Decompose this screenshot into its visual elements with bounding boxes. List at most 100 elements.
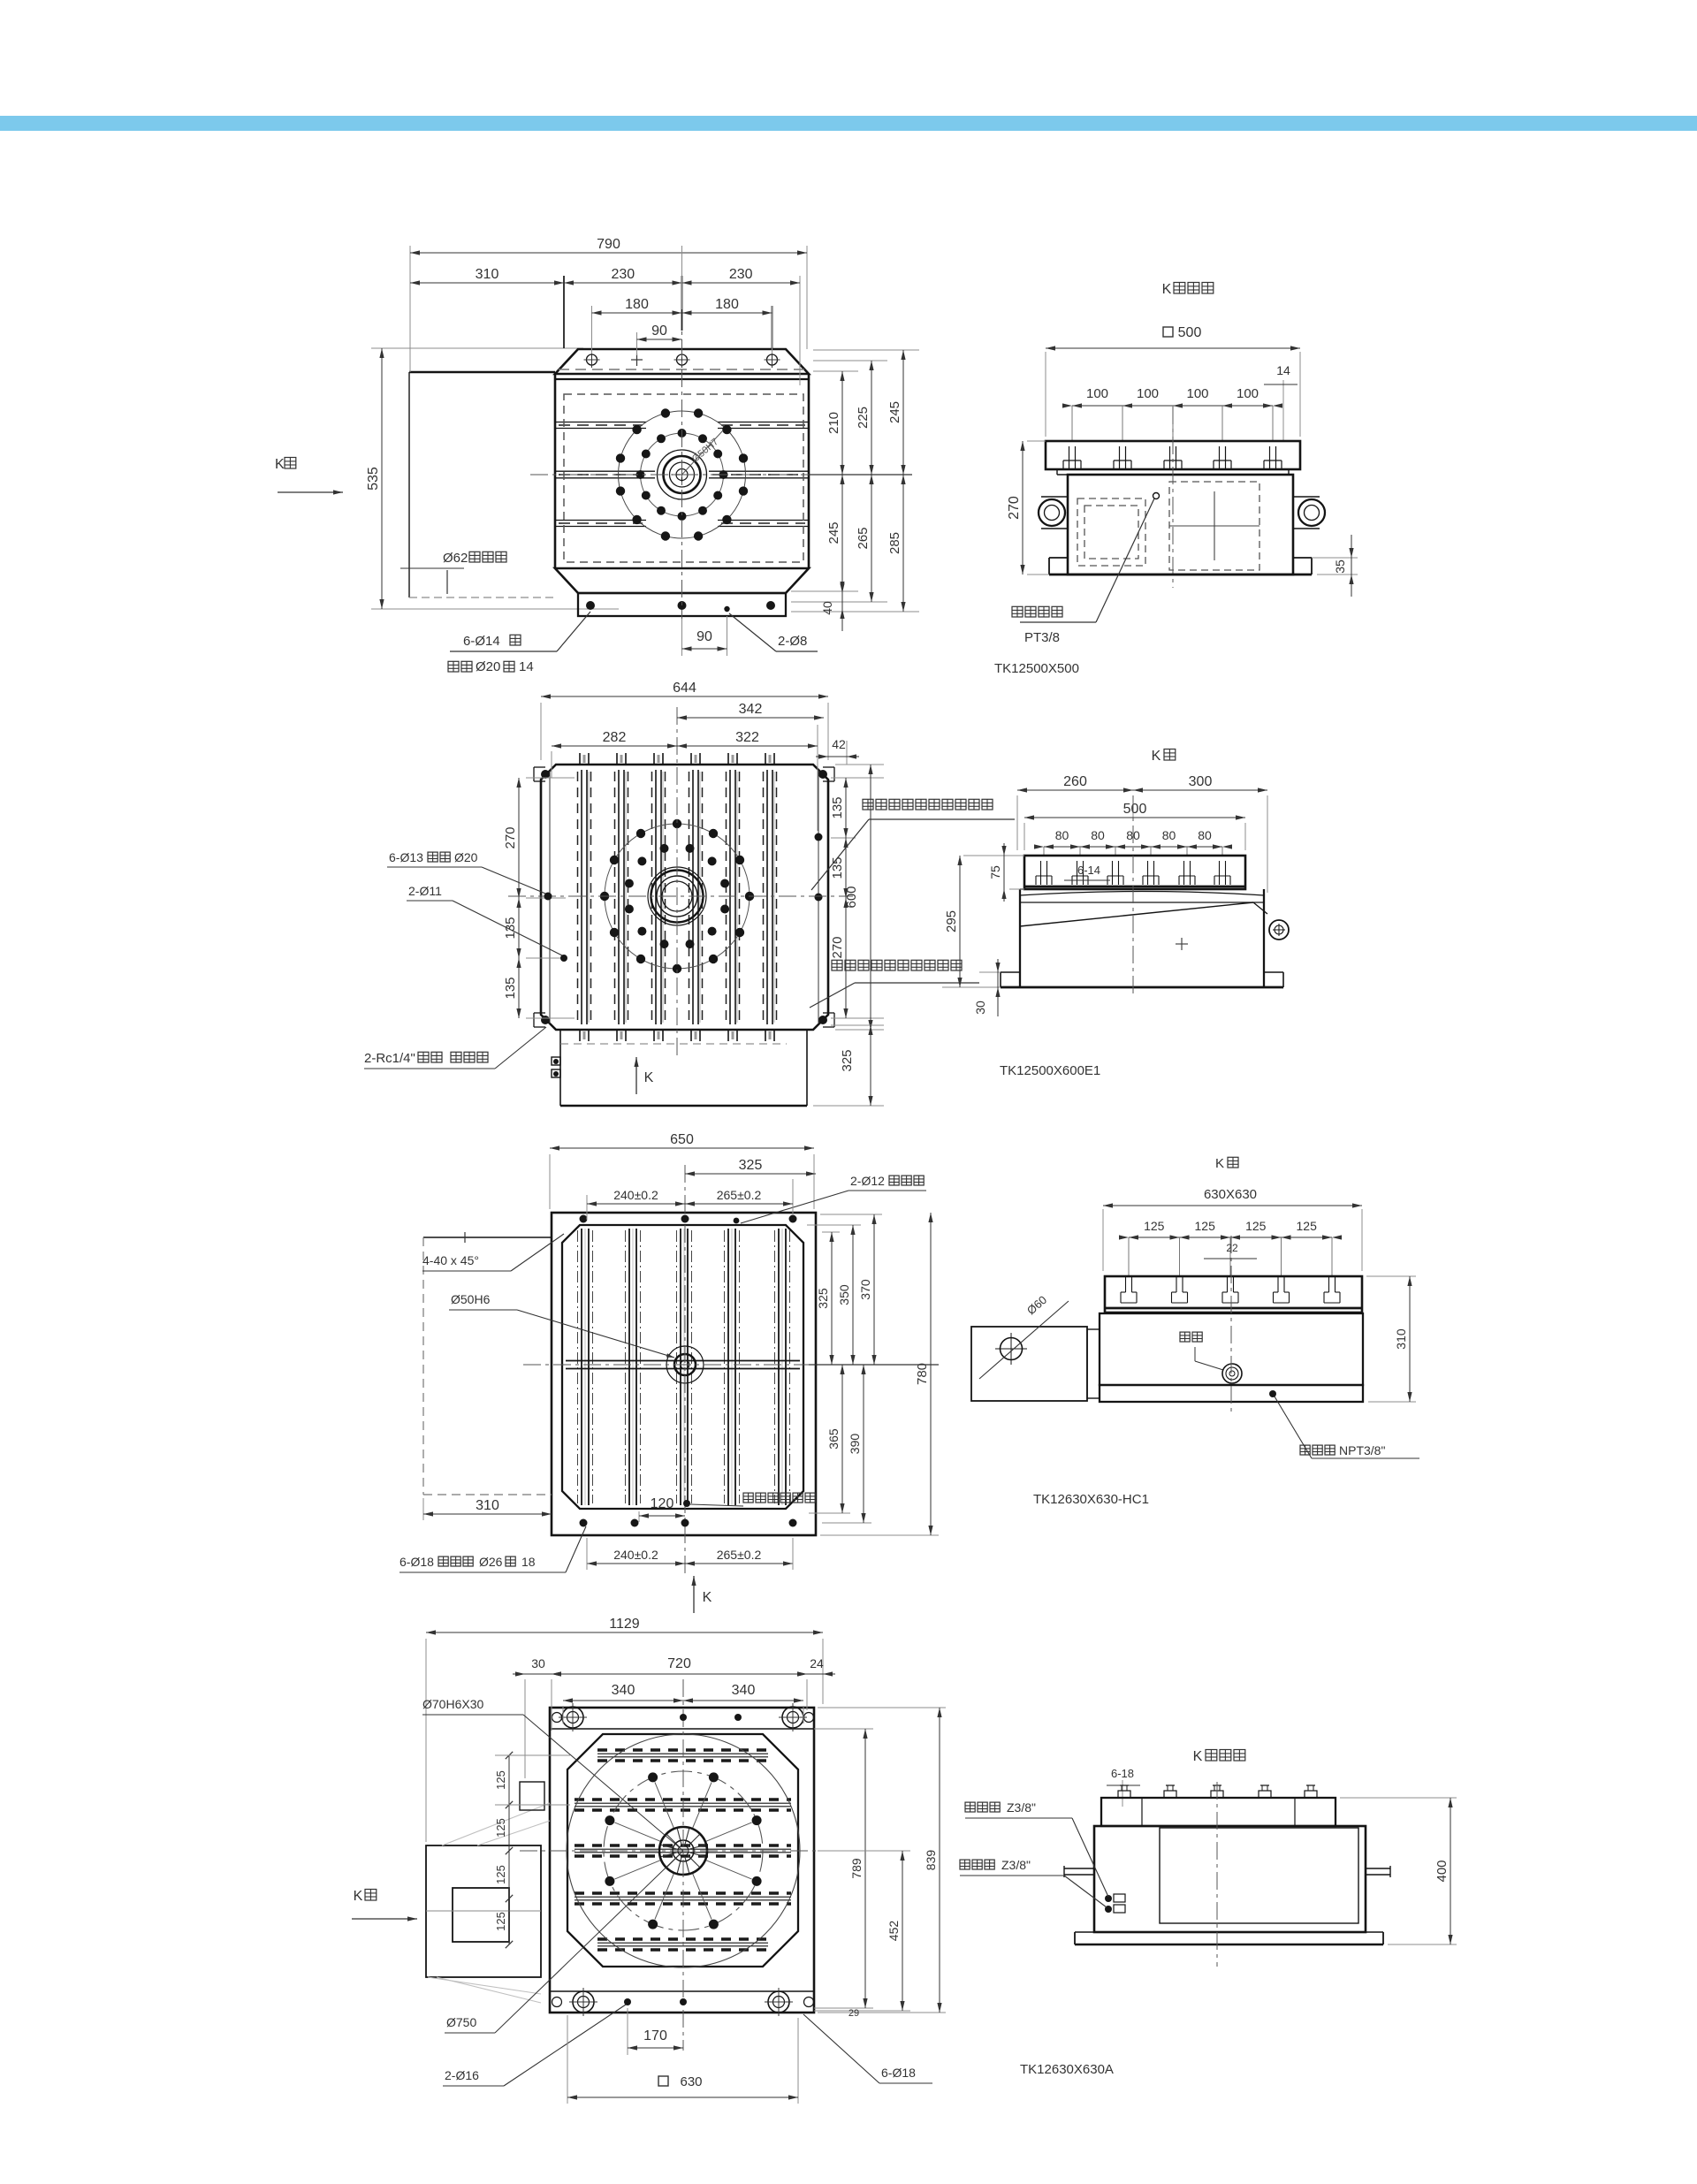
svg-text:780: 780: [915, 1363, 930, 1385]
svg-text:125: 125: [1297, 1219, 1318, 1233]
svg-text:TK12500X600E1: TK12500X600E1: [1000, 1063, 1100, 1078]
svg-text:245: 245: [826, 521, 841, 544]
svg-text:390: 390: [848, 1434, 862, 1455]
svg-text:245: 245: [887, 401, 902, 423]
svg-text:500: 500: [1178, 325, 1202, 340]
svg-text:370: 370: [858, 1279, 872, 1300]
svg-text:325: 325: [840, 1049, 855, 1071]
svg-text:18: 18: [521, 1555, 536, 1569]
svg-text:260: 260: [1063, 774, 1087, 789]
svg-text:125: 125: [494, 1865, 507, 1884]
svg-text:125: 125: [494, 1818, 507, 1838]
svg-text:2-Ø12: 2-Ø12: [850, 1174, 885, 1188]
svg-text:6-Ø14: 6-Ø14: [463, 634, 500, 649]
svg-text:839: 839: [924, 1850, 938, 1871]
svg-text:120: 120: [651, 1496, 674, 1511]
svg-text:100: 100: [1086, 386, 1108, 401]
svg-text:170: 170: [643, 2028, 667, 2043]
svg-text:K: K: [1215, 1156, 1224, 1171]
svg-text:230: 230: [729, 267, 753, 282]
svg-text:600: 600: [844, 886, 859, 908]
svg-text:240±0.2: 240±0.2: [613, 1188, 658, 1202]
svg-text:535: 535: [366, 467, 381, 491]
svg-text:2-Ø11: 2-Ø11: [408, 884, 442, 898]
svg-text:Ø20: Ø20: [476, 659, 500, 674]
svg-text:310: 310: [476, 267, 499, 282]
svg-text:14: 14: [1276, 363, 1290, 377]
svg-text:22: 22: [1226, 1242, 1238, 1254]
svg-text:325: 325: [816, 1288, 830, 1309]
svg-text:6-Ø18: 6-Ø18: [400, 1555, 434, 1569]
svg-text:35: 35: [1333, 559, 1347, 574]
svg-text:40: 40: [820, 601, 834, 615]
svg-text:K: K: [1193, 1749, 1203, 1764]
svg-text:295: 295: [944, 910, 959, 932]
svg-text:135: 135: [503, 917, 518, 939]
svg-text:125: 125: [494, 1912, 507, 1931]
svg-text:80: 80: [1091, 828, 1105, 842]
svg-text:42: 42: [832, 737, 846, 751]
svg-text:270: 270: [1007, 496, 1022, 520]
svg-text:270: 270: [503, 826, 518, 848]
svg-text:790: 790: [597, 237, 620, 252]
svg-text:282: 282: [603, 730, 627, 745]
svg-text:340: 340: [732, 1683, 756, 1698]
svg-text:230: 230: [611, 267, 635, 282]
svg-text:30: 30: [973, 1001, 987, 1015]
svg-text:Z3/8": Z3/8": [1007, 1800, 1036, 1815]
svg-text:180: 180: [625, 297, 649, 312]
svg-text:Ø26: Ø26: [479, 1555, 503, 1569]
svg-text:100: 100: [1186, 386, 1208, 401]
svg-text:630: 630: [680, 2074, 702, 2089]
svg-text:270: 270: [830, 936, 845, 958]
svg-text:310: 310: [476, 1498, 499, 1513]
svg-text:29: 29: [848, 2008, 859, 2019]
svg-text:210: 210: [826, 412, 841, 434]
svg-text:80: 80: [1198, 828, 1212, 842]
svg-text:Ø62: Ø62: [443, 551, 468, 566]
svg-text:720: 720: [667, 1656, 691, 1671]
svg-text:Ø20: Ø20: [454, 850, 478, 864]
svg-text:125: 125: [1195, 1219, 1216, 1233]
svg-text:80: 80: [1162, 828, 1176, 842]
svg-text:100: 100: [1237, 386, 1259, 401]
svg-text:135: 135: [830, 796, 845, 818]
svg-text:4-40 x 45°: 4-40 x 45°: [422, 1253, 479, 1267]
svg-text:630X630: 630X630: [1204, 1187, 1257, 1202]
svg-text:6-18: 6-18: [1111, 1767, 1134, 1780]
svg-text:PT3/8: PT3/8: [1024, 630, 1060, 645]
svg-text:125: 125: [1144, 1219, 1165, 1233]
svg-text:6-Ø18: 6-Ø18: [881, 2066, 916, 2080]
svg-text:6-14: 6-14: [1077, 864, 1100, 877]
svg-text:100: 100: [1137, 386, 1159, 401]
svg-text:24: 24: [810, 1656, 824, 1670]
svg-text:Z3/8": Z3/8": [1001, 1858, 1031, 1872]
svg-text:2-Ø8: 2-Ø8: [778, 634, 807, 649]
svg-text:80: 80: [1055, 828, 1069, 842]
svg-text:K: K: [354, 1889, 363, 1904]
svg-text:350: 350: [837, 1284, 851, 1305]
svg-text:75: 75: [988, 865, 1002, 879]
svg-text:6-Ø13: 6-Ø13: [389, 850, 423, 864]
svg-text:180: 180: [715, 297, 739, 312]
svg-text:K: K: [1162, 282, 1172, 297]
svg-text:14: 14: [519, 659, 534, 674]
svg-text:K: K: [1152, 749, 1161, 764]
svg-text:650: 650: [670, 1132, 694, 1147]
svg-text:K: K: [275, 457, 285, 472]
svg-text:310: 310: [1394, 1328, 1408, 1350]
svg-text:Ø70H6X30: Ø70H6X30: [422, 1697, 483, 1711]
svg-text:322: 322: [735, 730, 759, 745]
svg-text:K: K: [703, 1590, 712, 1605]
svg-text:TK12630X630-HC1: TK12630X630-HC1: [1033, 1492, 1149, 1507]
svg-text:135: 135: [830, 856, 845, 879]
svg-text:340: 340: [612, 1683, 635, 1698]
svg-text:TK12630X630A: TK12630X630A: [1020, 2062, 1114, 2077]
svg-text:342: 342: [739, 702, 763, 717]
svg-text:285: 285: [887, 532, 902, 554]
svg-text:400: 400: [1434, 1860, 1450, 1882]
svg-text:789: 789: [849, 1858, 864, 1879]
svg-text:644: 644: [673, 681, 696, 696]
svg-text:265±0.2: 265±0.2: [717, 1188, 762, 1202]
svg-text:Ø750: Ø750: [446, 2015, 476, 2029]
